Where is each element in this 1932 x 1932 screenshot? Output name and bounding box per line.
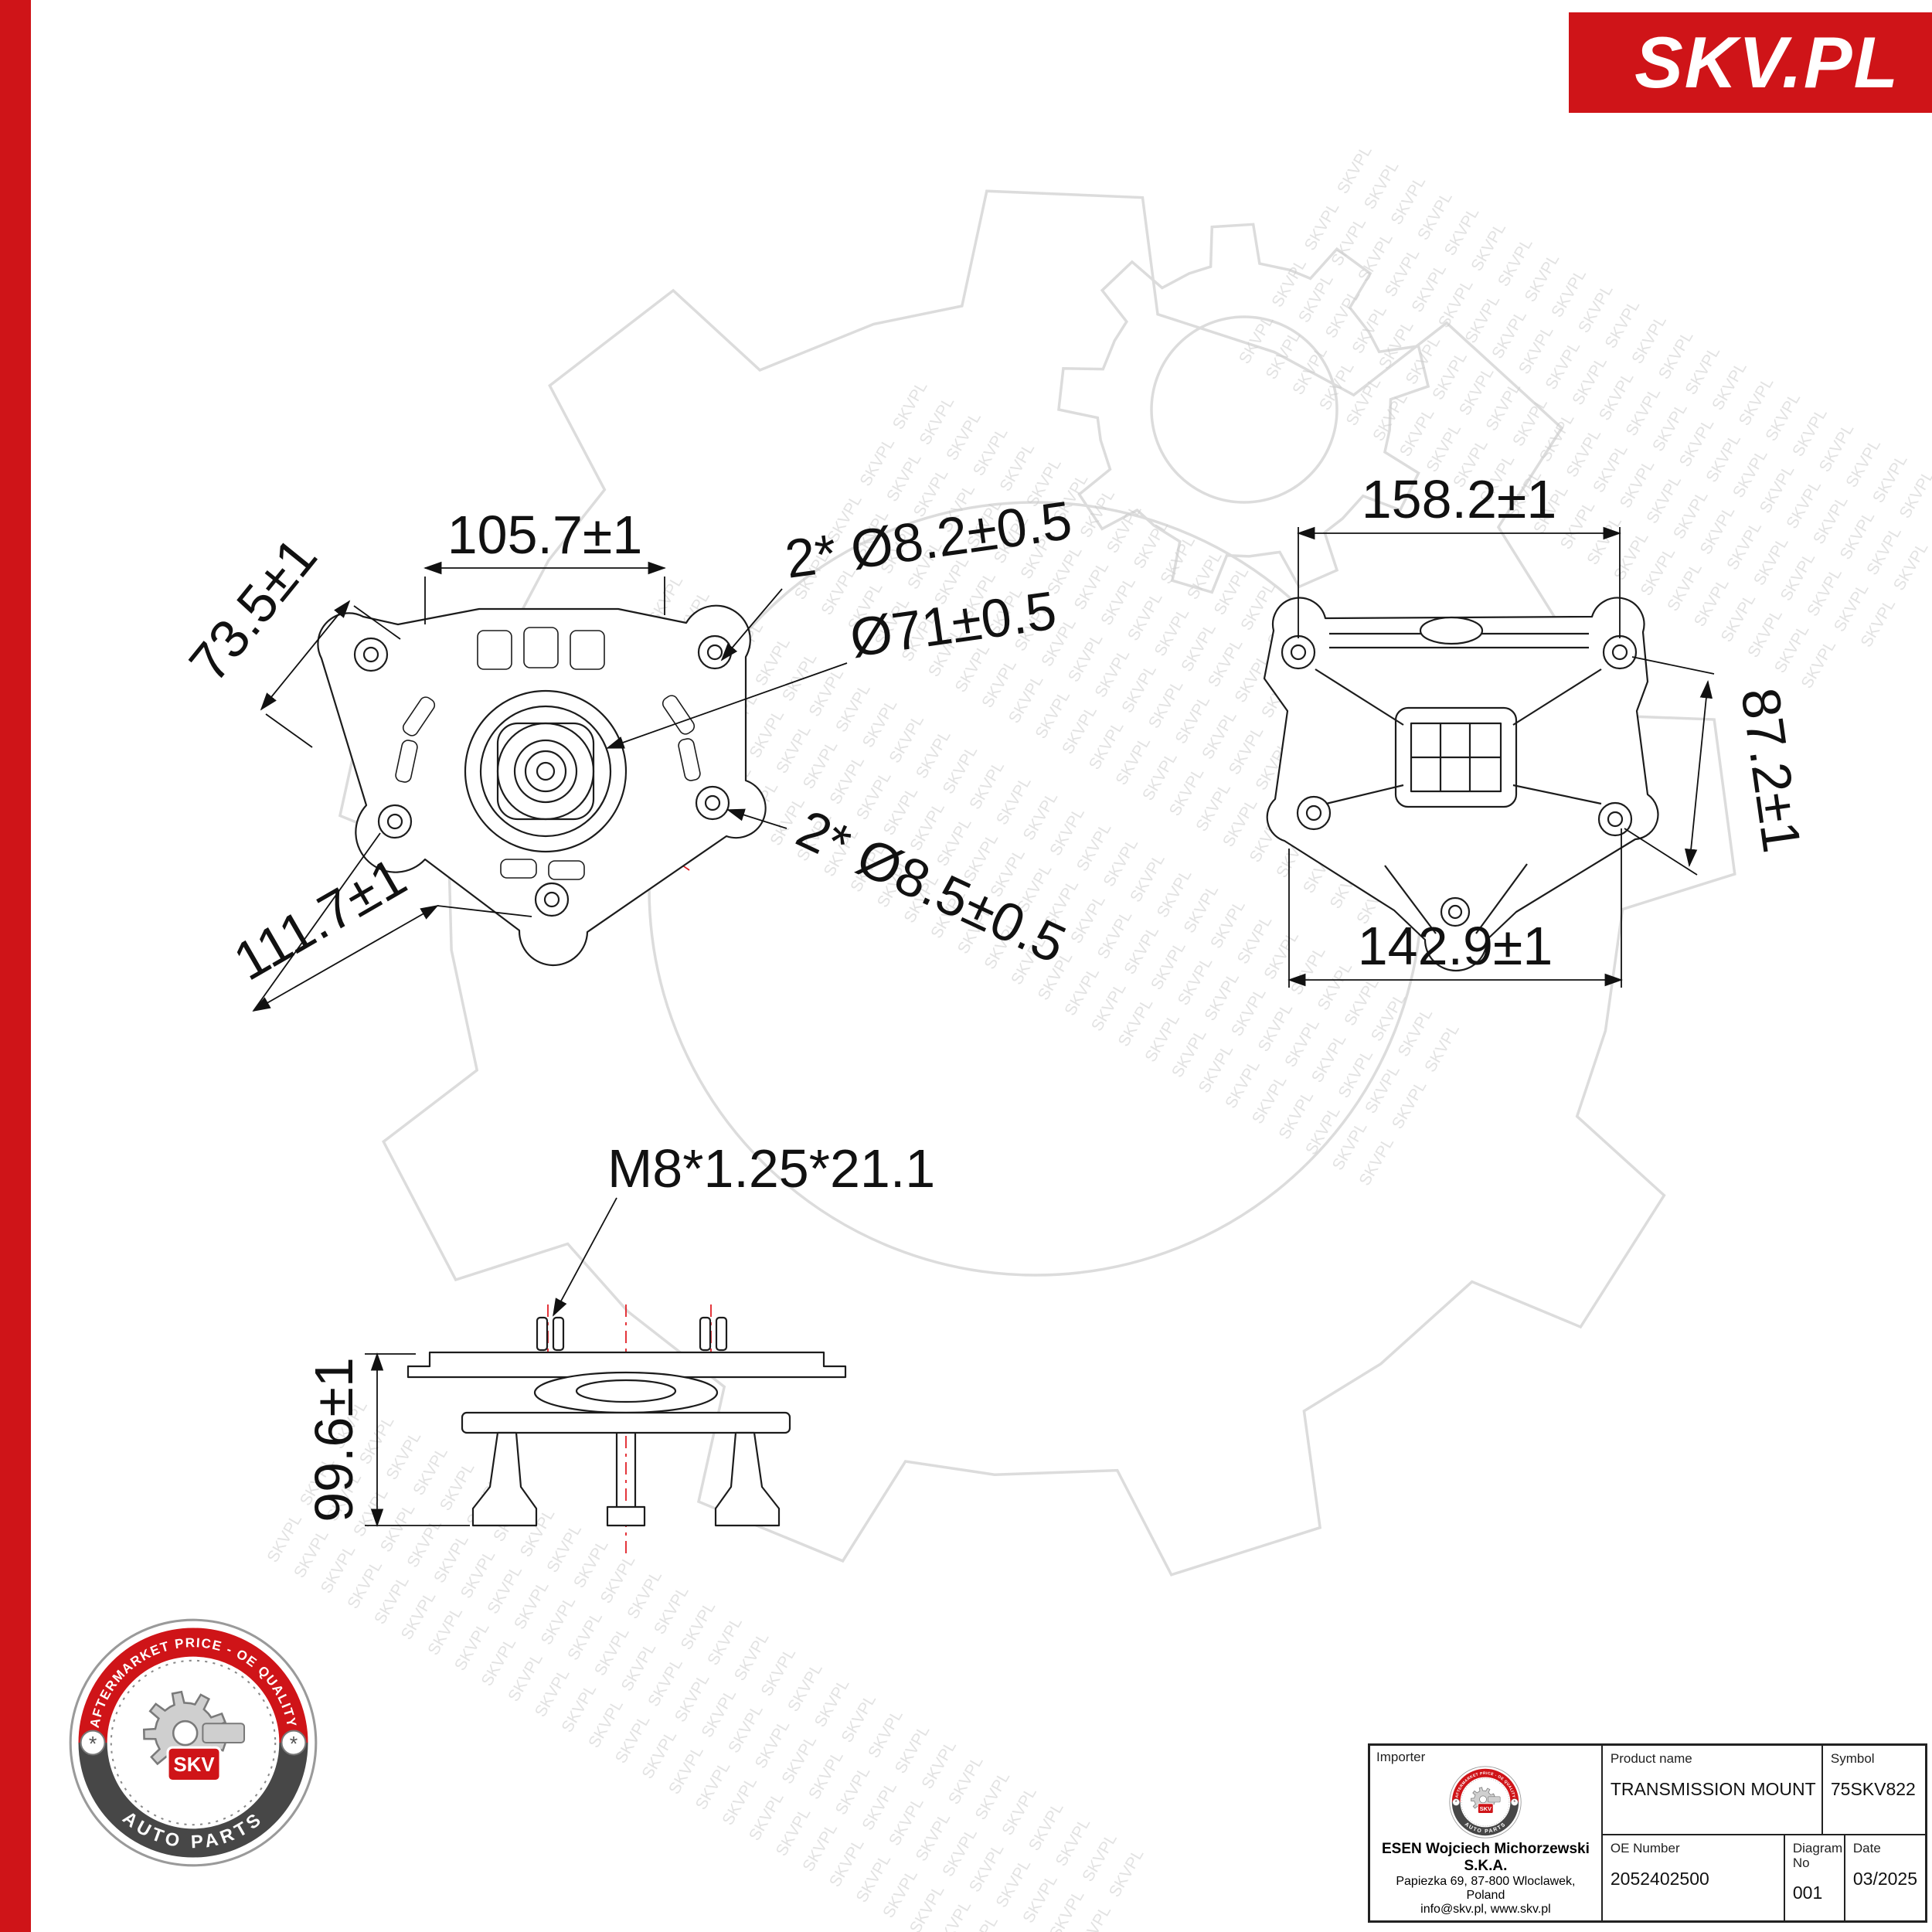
side-view-drawing: M8*1.25*21.1 99.6±1 [304, 1138, 935, 1558]
importer-address: Papiezka 69, 87-800 Wloclawek, Poland [1396, 1874, 1576, 1902]
side-view-part [406, 1316, 847, 1527]
rear-view-drawing: 158.2±1 87.2±1 142.9±1 [1263, 479, 1812, 988]
diagram-no-value: 001 [1792, 1883, 1823, 1903]
symbol-value: 75SKV822 [1830, 1778, 1916, 1799]
title-block-right: Product name TRANSMISSION MOUNT Symbol 7… [1602, 1746, 1925, 1920]
dim-rear-width-bottom: 142.9±1 [1358, 916, 1553, 976]
dim-rear-height-right: 87.2±1 [1730, 684, 1812, 855]
dim-rear-width-top: 158.2±1 [1362, 479, 1557, 529]
date-label: Date [1852, 1841, 1881, 1855]
label-front-center-bore: Ø71±0.5 [846, 580, 1060, 668]
dim-front-width-top: 105.7±1 [447, 505, 643, 565]
diagram-no-label: Diagram No [1792, 1841, 1843, 1870]
front-view-drawing: 105.7±1 73.5±1 111.7±1 2* Ø8.2±0.5 Ø71±0… [178, 490, 1076, 1012]
brand-banner: SKV.PL [1569, 12, 1932, 113]
importer-name: ESEN Wojciech Michorzewski S.K.A. [1381, 1840, 1590, 1874]
importer-label: Importer [1376, 1750, 1426, 1764]
title-block: Importer ESEN Wojciech Michorzewski S.K.… [1368, 1743, 1927, 1923]
oe-number-value: 2052402500 [1610, 1868, 1709, 1889]
importer-contact: info@skv.pl, www.skv.pl [1420, 1902, 1551, 1916]
skv-roundel-logo-small [1448, 1765, 1522, 1839]
brand-logo-text: SKV.PL [1634, 22, 1900, 103]
oe-number-cell: OE Number 2052402500 [1603, 1835, 1784, 1920]
importer-cell: Importer ESEN Wojciech Michorzewski S.K.… [1370, 1746, 1603, 1920]
symbol-label: Symbol [1830, 1751, 1875, 1766]
dim-front-upper-left: 73.5±1 [178, 526, 328, 692]
oe-number-label: OE Number [1610, 1841, 1680, 1855]
label-side-thread: M8*1.25*21.1 [607, 1138, 935, 1199]
product-name-label: Product name [1610, 1751, 1692, 1766]
date-value: 03/2025 [1852, 1868, 1917, 1889]
diagram-no-cell: Diagram No 001 [1783, 1835, 1844, 1920]
dim-side-height-left: 99.6±1 [304, 1357, 364, 1522]
rear-view-part [1263, 597, 1659, 972]
front-view-dimension-lines [252, 561, 848, 1012]
symbol-cell: Symbol 75SKV822 [1821, 1746, 1925, 1834]
product-name-value: TRANSMISSION MOUNT [1610, 1778, 1816, 1799]
label-front-holes-bottom: 2* Ø8.5±0.5 [788, 798, 1075, 975]
rear-view-dimension-lines [1287, 526, 1715, 988]
skv-roundel-logo-large [66, 1615, 321, 1870]
side-view-dimension-lines [365, 1197, 617, 1527]
front-view-part [317, 604, 767, 967]
left-accent-stripe [0, 0, 31, 1932]
product-name-cell: Product name TRANSMISSION MOUNT [1603, 1746, 1821, 1834]
dim-front-lower-left: 111.7±1 [224, 846, 417, 992]
label-front-holes-top: 2* Ø8.2±0.5 [781, 490, 1075, 590]
date-cell: Date 03/2025 [1843, 1835, 1925, 1920]
